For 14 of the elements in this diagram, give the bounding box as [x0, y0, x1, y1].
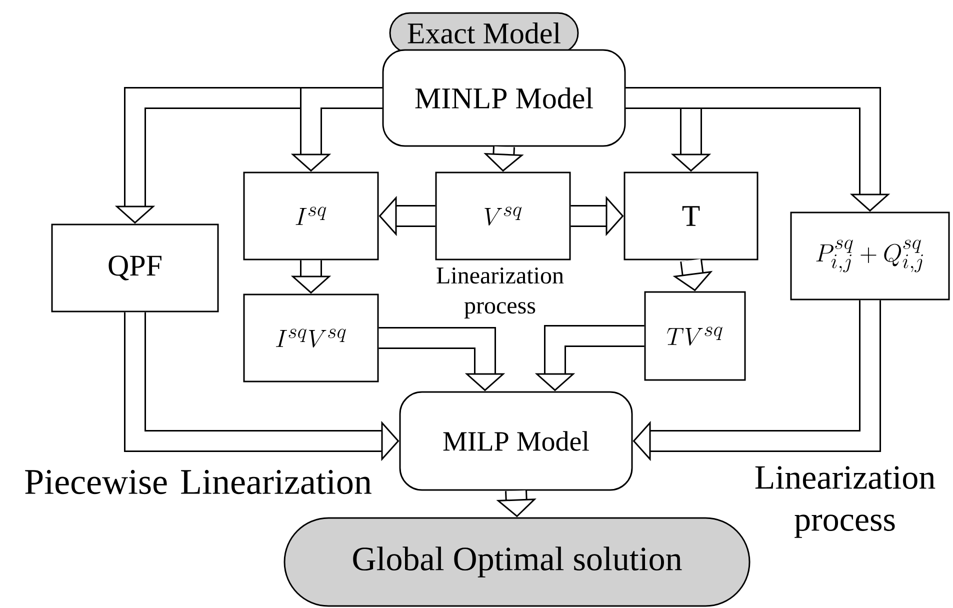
annotation-text: Linearization process: [436, 268, 564, 318]
process-box: $V^{sq}$: [435, 172, 571, 260]
model-tab: Exact Model: [389, 12, 579, 54]
terminal-pill: Global Optimal solution: [284, 517, 750, 607]
process-box: $P_{i,j}^{sq}+Q_{i,j}^{sq}$: [790, 212, 950, 300]
process-box: T: [624, 172, 758, 260]
annotation-text: Piecewise Linearization: [25, 470, 372, 494]
model-box: MILP Model: [399, 391, 633, 491]
model-box: MINLP Model: [382, 49, 626, 147]
annotation-text: Linearization process: [755, 466, 936, 538]
process-box: QPF: [51, 224, 219, 312]
process-box: $I^{sq}$: [243, 172, 379, 260]
process-box: $I^{sq}V^{sq}$: [243, 294, 379, 382]
process-box: $TV^{sq}$: [644, 291, 746, 381]
